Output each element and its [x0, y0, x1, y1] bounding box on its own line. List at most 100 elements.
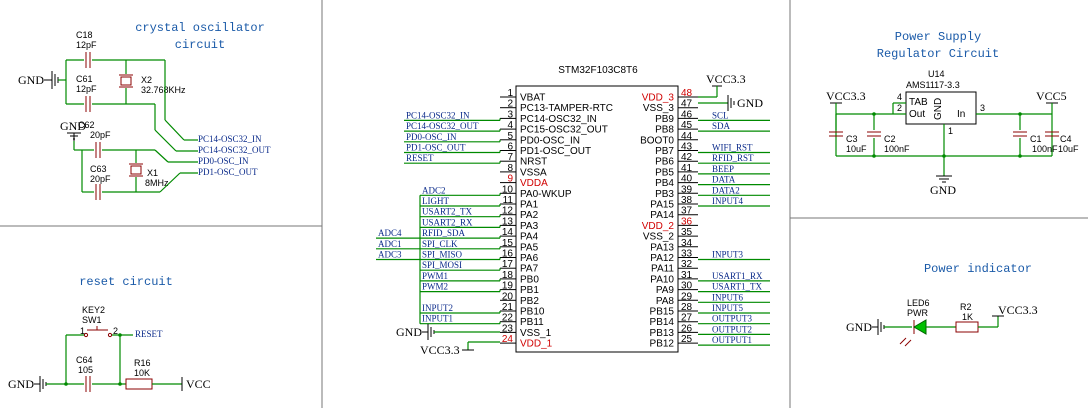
- mcu-net-label: OUTPUT2: [712, 324, 752, 334]
- x1-ref: X1: [147, 168, 158, 178]
- mcu-pin-number: 46: [681, 109, 693, 120]
- mcu-pin-number: 23: [502, 323, 514, 334]
- mcu-right-nets: SCLSDAWIFI_RSTRFID_RSTBEEPDATADATA2INPUT…: [698, 110, 770, 346]
- mcu-net-label: OUTPUT3: [712, 314, 752, 324]
- mcu-pin-number: 19: [502, 281, 514, 292]
- mcu-pin-name: PB13: [650, 328, 675, 339]
- c2-value: 100nF: [884, 144, 910, 154]
- u14-pin4: 4: [897, 92, 902, 102]
- mcu-pin-name: PB12: [650, 339, 675, 350]
- mcu-pin-name: PC15-OSC32_OUT: [520, 125, 608, 136]
- crystal-net-osc32-in: PC14-OSC32_IN: [198, 134, 262, 144]
- mcu-pin-name: VSS_1: [520, 328, 552, 339]
- u14-pin2: 2: [897, 103, 902, 113]
- reset-gnd-label: GND: [8, 377, 34, 391]
- pi-gnd-label: GND: [846, 320, 872, 334]
- psu-section: Power Supply Regulator Circuit U14 AMS11…: [826, 30, 1079, 197]
- u14-tab-pin: TAB: [909, 97, 928, 108]
- psu-title-line2: Regulator Circuit: [877, 47, 999, 61]
- mcu-net-label: INPUT5: [712, 303, 743, 313]
- crystal-gnd2-icon: [67, 132, 81, 141]
- mcu-pin-number: 14: [502, 227, 514, 238]
- u14-in-pin: In: [957, 109, 965, 120]
- c3-ref: C3: [846, 134, 858, 144]
- c4-ref: C4: [1060, 134, 1072, 144]
- u14-pin3: 3: [980, 103, 985, 113]
- c1-ref: C1: [1030, 134, 1042, 144]
- mcu-pin-number: 4: [507, 120, 513, 131]
- mcu-pin-number: 30: [681, 281, 693, 292]
- mcu-pin-name: VSS_3: [643, 103, 675, 114]
- mcu-pin-number: 26: [681, 323, 693, 334]
- mcu-net-label: RESET: [406, 153, 434, 163]
- mcu-pin-number: 38: [681, 195, 693, 206]
- mcu-gnd-right-label: GND: [737, 96, 763, 110]
- mcu-net-label: ADC1: [378, 239, 402, 249]
- mcu-pin-name: PA14: [650, 210, 674, 221]
- c3-value: 10uF: [846, 144, 867, 154]
- mcu-pin-number: 37: [681, 206, 693, 217]
- mcu-pin-number: 1: [507, 88, 513, 99]
- led-icon: [913, 319, 927, 335]
- mcu-pin-name: PB5: [655, 167, 674, 178]
- mcu-net-label: INPUT2: [422, 303, 453, 313]
- mcu-net-label: DATA2: [712, 185, 740, 195]
- mcu-pin-name: VDD_2: [642, 221, 675, 232]
- mcu-pin-name: PB7: [655, 146, 674, 157]
- mcu-net-label: SDA: [712, 121, 731, 131]
- mcu-pin-name: VSS_2: [643, 232, 675, 243]
- mcu-pin-number: 34: [681, 238, 693, 249]
- mcu-pin-number: 17: [502, 259, 514, 270]
- c62-value: 20pF: [90, 130, 111, 140]
- mcu-pin-name: PD0-OSC_IN: [520, 135, 580, 146]
- mcu-pin-name: PB4: [655, 178, 674, 189]
- mcu-pin-name: VSSA: [520, 167, 547, 178]
- c61-value: 12pF: [76, 84, 97, 94]
- mcu-net-label: SCL: [712, 110, 729, 120]
- mcu-net-label: INPUT4: [712, 196, 743, 206]
- reset-title: reset circuit: [79, 275, 173, 289]
- crystal-section: crystal oscillator circuit GND C18 12pF …: [18, 21, 271, 200]
- u14-value: AMS1117-3.3: [906, 80, 960, 90]
- mcu-net-label: INPUT1: [422, 314, 453, 324]
- mcu-pin-name: PB9: [655, 114, 674, 125]
- u14-out-pin: Out: [909, 109, 925, 120]
- mcu-pin-name: PB8: [655, 125, 674, 136]
- reset-net-label: RESET: [135, 329, 163, 339]
- mcu-pin-number: 3: [507, 109, 513, 120]
- u14-ref: U14: [928, 69, 945, 79]
- sw1-pin2: 2: [113, 326, 118, 336]
- mcu-pin-name: NRST: [520, 157, 547, 168]
- mcu-pin-name: PA5: [520, 242, 539, 253]
- crystal-gnd-icon: [44, 71, 59, 89]
- mcu-pin-name: PB2: [520, 296, 539, 307]
- mcu-net-label: USART2_RX: [422, 217, 473, 227]
- key2-ref: KEY2: [82, 305, 105, 315]
- sw1-ref: SW1: [82, 315, 102, 325]
- psu-vcc33-label: VCC3.3: [826, 89, 866, 103]
- mcu-pin-number: 40: [681, 174, 693, 185]
- mcu-net-label: RFID_SDA: [422, 228, 466, 238]
- mcu-gnd-right-icon: [727, 95, 735, 111]
- mcu-vcc-top-label: VCC3.3: [706, 72, 746, 86]
- mcu-pin-name: BOOT0: [640, 135, 674, 146]
- r16-ref: R16: [134, 358, 151, 368]
- mcu-pin-number: 33: [681, 249, 693, 260]
- mcu-net-label: LIGHT: [422, 196, 449, 206]
- crystal-gnd2-label: GND: [60, 119, 86, 133]
- mcu-pin-number: 39: [681, 184, 693, 195]
- mcu-pin-name: PB1: [520, 285, 539, 296]
- mcu-pin-number: 9: [507, 174, 513, 185]
- mcu-pin-number: 18: [502, 270, 514, 281]
- c2-ref: C2: [884, 134, 896, 144]
- psu-vcc5-label: VCC5: [1036, 89, 1067, 103]
- mcu-pin-number: 13: [502, 216, 514, 227]
- mcu-net-label: PD0-OSC_IN: [406, 132, 457, 142]
- mcu-net-label: ADC4: [378, 228, 402, 238]
- mcu-body: [515, 85, 679, 353]
- mcu-pin-number: 36: [681, 216, 693, 227]
- mcu-pin-number: 31: [681, 270, 693, 281]
- r16-value: 10K: [134, 368, 150, 378]
- mcu-net-label: ADC3: [378, 250, 402, 260]
